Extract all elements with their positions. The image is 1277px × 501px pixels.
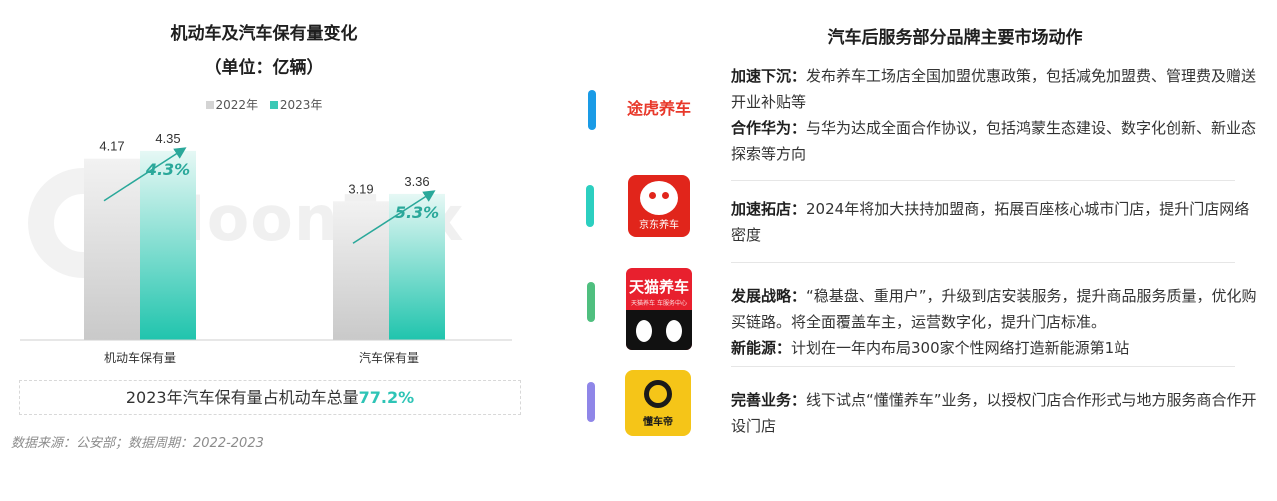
tmall-car-logo: 天猫养车 天猫养车 车服务中心	[626, 268, 692, 350]
tuhu-line-2: 合作华为：与华为达成全面合作协议，包括鸿蒙生态建设、数字化创新、新业态探索等方向	[731, 119, 1257, 163]
tuhu-accent-bar	[588, 90, 596, 130]
bar-1-0	[333, 201, 389, 340]
tmall-entry: 发展战略：“稳基盘、重用户”，升级到店安装服务，提升商品服务质量，优化购买链路。…	[731, 283, 1261, 361]
data-label-0-1: 4.35	[155, 131, 180, 146]
legend-swatch-2022	[205, 101, 214, 109]
data-label-1-1: 3.36	[404, 174, 429, 189]
data-label-0-0: 4.17	[99, 139, 124, 154]
panel-title: 汽车后服务部分品牌主要市场动作	[827, 28, 1083, 48]
dcd-entry: 完善业务：线下试点“懂懂养车”业务，以授权门店合作形式与地方服务商合作开设门店	[731, 387, 1261, 439]
growth-arrow-0	[103, 147, 187, 202]
divider-1	[731, 180, 1235, 181]
tmall-cat-icon	[626, 310, 692, 350]
tuhu-entry: 加速下沉：发布养车工场店全国加盟优惠政策，包括减免加盟费、管理费及赠送开业补贴等…	[731, 63, 1261, 167]
growth-label-1: 5.3%	[395, 203, 439, 222]
jd-line-1: 加速拓店：2024年将加大扶持加盟商，拓展百座核心城市门店，提升门店网络密度	[731, 200, 1250, 244]
bar-1-1	[389, 193, 445, 340]
jd-dog-icon	[640, 181, 678, 215]
bar-chart: 4.17 4.35 4.3% 机动车保有量 3.19 3.36 5.3% 汽车保有量	[20, 131, 512, 365]
tmall-line-2: 新能源：计划在一年内布局300家个性网络打造新能源第1站	[731, 339, 1130, 357]
jd-car-logo: 京东养车	[628, 175, 690, 237]
growth-label-0: 4.3%	[145, 160, 190, 179]
growth-arrow-1	[352, 190, 436, 244]
bar-0-1	[140, 150, 196, 340]
jd-entry: 加速拓店：2024年将加大扶持加盟商，拓展百座核心城市门店，提升门店网络密度	[731, 196, 1261, 248]
share-highlight: 77.2%	[358, 388, 415, 407]
category-label-0: 机动车保有量	[104, 350, 176, 365]
data-source-note: 数据来源：公安部；数据周期：2022-2023	[11, 436, 264, 451]
dcd-line-1: 完善业务：线下试点“懂懂养车”业务，以授权门店合作形式与地方服务商合作开设门店	[731, 391, 1257, 435]
chart-title: 机动车及汽车保有量变化	[170, 24, 358, 44]
category-label-1: 汽车保有量	[359, 350, 419, 365]
dcd-accent-bar	[587, 382, 595, 422]
divider-2	[731, 262, 1235, 263]
tmall-accent-bar	[587, 282, 595, 322]
divider-3	[731, 366, 1235, 367]
legend-swatch-2023	[269, 101, 278, 109]
chart-unit: （单位：亿辆）	[204, 58, 324, 78]
bar-0-0	[84, 158, 140, 340]
tuhu-logo: 途虎养车	[624, 84, 694, 134]
legend-item-2023: 2023年	[269, 98, 322, 112]
chart-legend: 2022年 2023年	[0, 96, 528, 113]
legend-item-2022: 2022年	[205, 98, 258, 112]
dongchedi-logo: 懂车帝	[625, 370, 691, 436]
dongchedi-ring-icon	[644, 380, 672, 408]
data-label-1-0: 3.19	[348, 181, 373, 196]
tuhu-line-1: 加速下沉：发布养车工场店全国加盟优惠政策，包括减免加盟费、管理费及赠送开业补贴等	[731, 67, 1257, 111]
share-callout: 2023年汽车保有量占机动车总量77.2%	[19, 380, 521, 415]
tmall-line-1: 发展战略：“稳基盘、重用户”，升级到店安装服务，提升商品服务质量，优化购买链路。…	[731, 287, 1257, 331]
jd-accent-bar	[586, 185, 594, 227]
